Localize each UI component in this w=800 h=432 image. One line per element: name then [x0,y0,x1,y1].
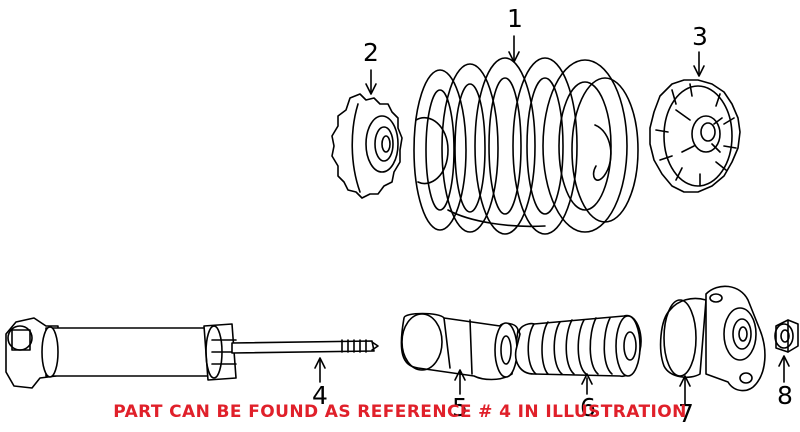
lower-spring-seat [331,93,403,199]
callout-8: 8 [777,381,793,410]
shock-absorber [5,317,379,389]
upper-mount [659,285,766,392]
coil-spring [413,57,639,235]
callout-5: 5 [452,393,468,422]
callout-2: 2 [363,38,379,67]
bump-stop [514,314,642,377]
dust-boot [400,312,519,381]
reference-notice: PART CAN BE FOUND AS REFERENCE # 4 IN IL… [113,402,687,422]
leader-lines [314,35,790,405]
callout-7: 7 [678,399,694,428]
callout-6: 6 [580,393,596,422]
callout-3: 3 [692,22,708,51]
mount-nut [774,319,799,353]
callout-1: 1 [507,4,523,33]
callout-4: 4 [312,381,328,410]
upper-spring-seat [649,79,741,193]
